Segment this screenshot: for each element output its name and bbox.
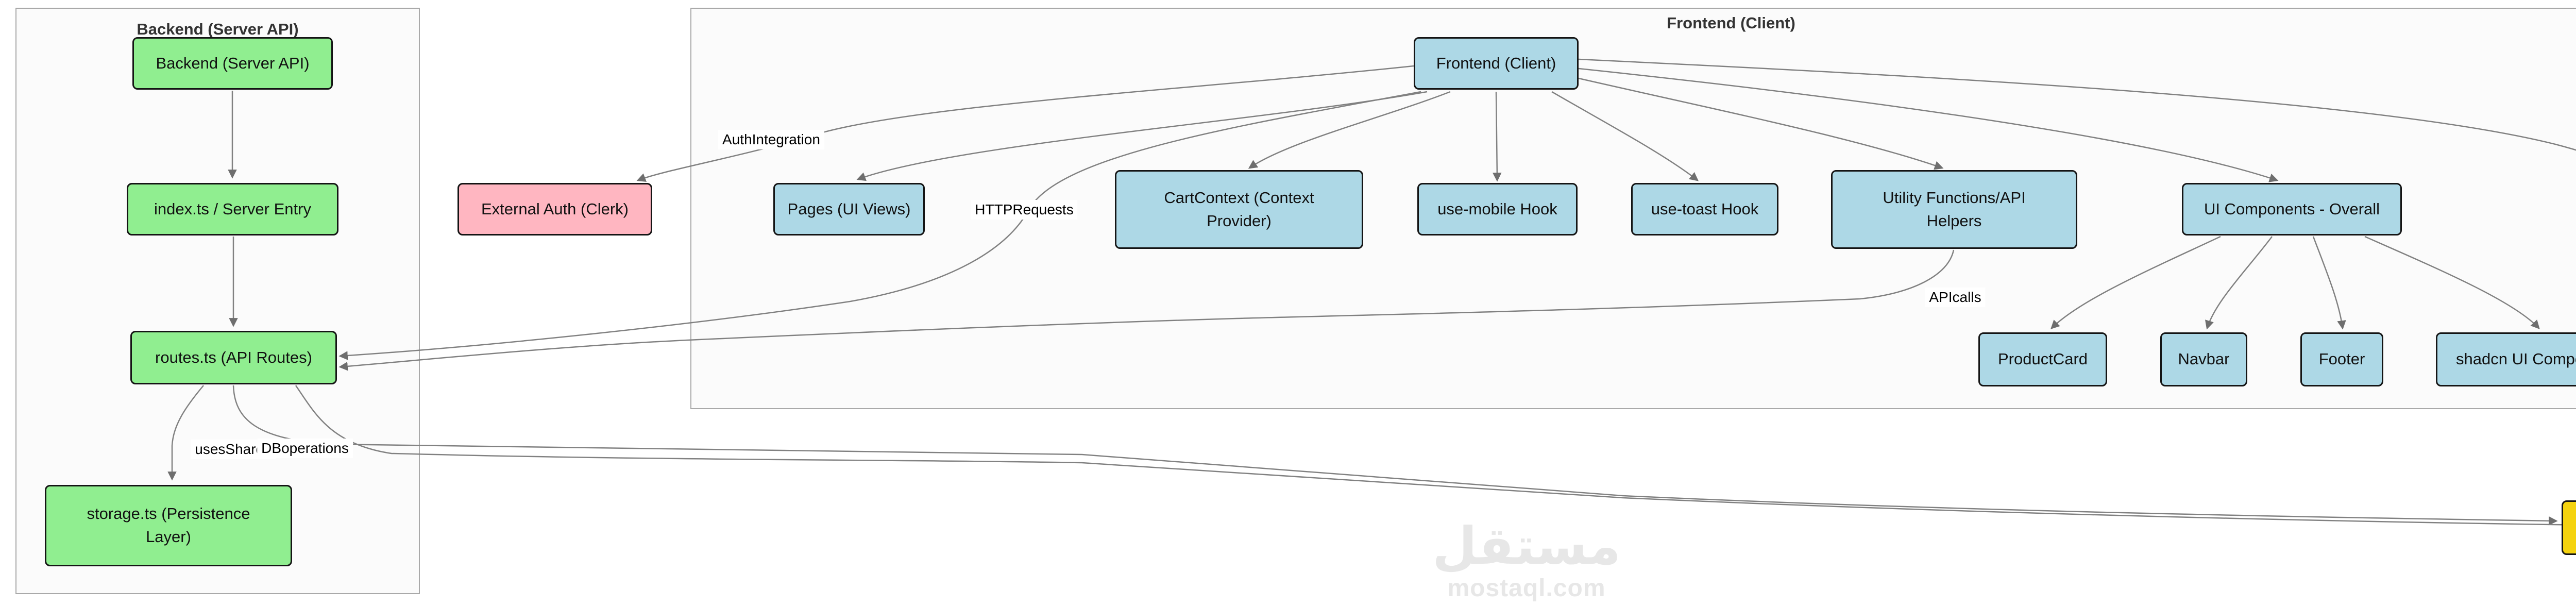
node-pages-ui-views: Pages (UI Views) (773, 183, 925, 235)
node-backend-server-api: Backend (Server API) (132, 37, 333, 90)
node-navbar: Navbar (2160, 332, 2247, 386)
node-productcard: ProductCard (1978, 332, 2107, 386)
node-shadcn-ui-components: shadcn UI Components (2436, 332, 2576, 386)
node-shared-schemas: Shared Schemas and Types (2562, 500, 2576, 555)
node-cartcontext: CartContext (Context Provider) (1115, 170, 1363, 249)
edge-label-apicalls: APIcalls (1925, 288, 1986, 307)
node-use-mobile-hook: use-mobile Hook (1417, 183, 1578, 235)
subgraph-backend-title: Backend (Server API) (137, 20, 299, 38)
edge-label-authintegration: AuthIntegration (718, 130, 824, 149)
edge-label-httprequests: HTTPRequests (971, 200, 1078, 220)
node-external-auth-clerk: External Auth (Clerk) (457, 183, 652, 235)
node-index-ts: index.ts / Server Entry (127, 183, 338, 235)
mostaql-logo: مستقل (1432, 517, 1621, 575)
node-footer: Footer (2300, 332, 2383, 386)
watermark-domain: mostaql.com (1447, 575, 1606, 602)
node-utility-functions: Utility Functions/API Helpers (1831, 170, 2077, 249)
node-storage-ts: storage.ts (Persistence Layer) (45, 485, 292, 566)
node-routes-ts: routes.ts (API Routes) (130, 331, 337, 384)
edge-label-dboperations: DBoperations (257, 439, 353, 458)
node-ui-components-overall: UI Components - Overall (2182, 183, 2402, 235)
node-frontend-client: Frontend (Client) (1414, 37, 1579, 90)
subgraph-frontend-title: Frontend (Client) (1667, 14, 1795, 32)
node-use-toast-hook: use-toast Hook (1631, 183, 1778, 235)
watermark: مستقل mostaql.com (1432, 520, 1621, 601)
